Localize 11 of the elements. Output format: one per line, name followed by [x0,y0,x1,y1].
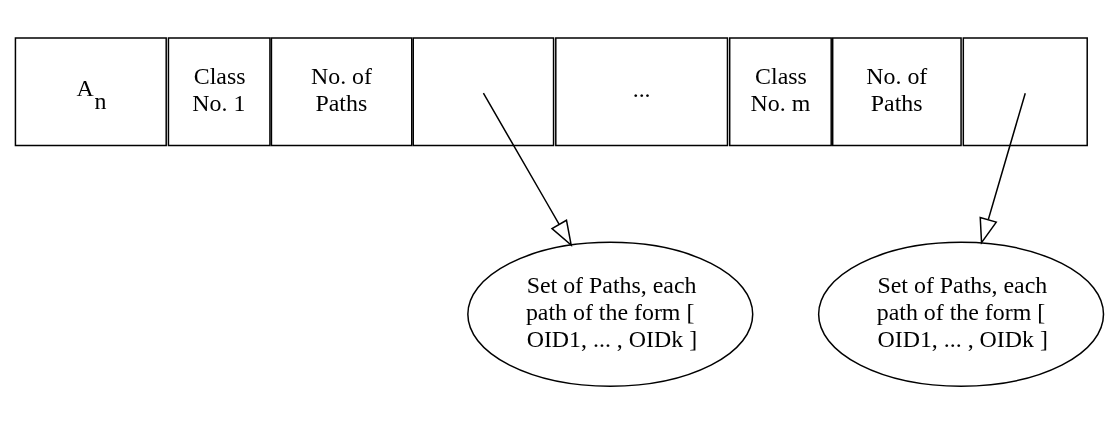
node-ellipse: Set of Paths, each path of the form [ OID1, ... , OIDk ] [467,241,754,387]
node-box: ... [555,36,729,146]
node-box: No. of Paths [831,36,962,146]
node-box [412,36,555,146]
arrow [482,91,573,247]
node-ellipse: Set of Paths, each path of the form [ OID1, ... , OIDk ] [817,241,1105,387]
arrow [979,91,1026,245]
node-box: Class No. m [728,36,832,146]
node-box: Class No. 1 [167,36,271,146]
node-box [962,36,1088,146]
node-box: No. of Paths [270,36,413,146]
